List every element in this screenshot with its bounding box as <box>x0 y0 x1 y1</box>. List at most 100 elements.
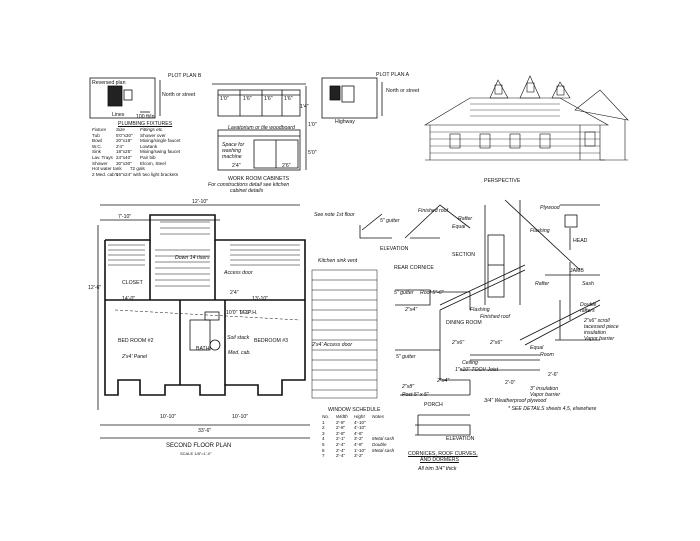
cornice-equal: Equal <box>452 224 466 230</box>
cornice-gutter-low: 5" gutter <box>396 354 416 360</box>
dormer-plywood-bottom: 3/4" Weatherproof plywood <box>484 398 547 404</box>
cornice-elevation-bottom: ELEVATION <box>446 436 475 442</box>
perspective-house <box>423 75 629 161</box>
plot-plan-a-highway: Highway <box>335 119 355 125</box>
plot-plan-b-north-label: North or street <box>162 92 196 98</box>
cab-space-label-1: Space for <box>222 142 245 148</box>
dormer-d2: 2'-6" <box>548 372 559 378</box>
cornice-ceiling: Ceiling <box>462 360 478 366</box>
work-room-cabinets-drawing <box>212 83 307 171</box>
fp-soil-stack: Soil stack <box>227 335 250 341</box>
table-row: W.C.2'4"Lowtank <box>92 143 158 149</box>
cornice-elevation-top: ELEVATION <box>380 246 409 252</box>
dormer-vapor: Vapor barrier <box>584 336 615 342</box>
plumbing-header-fixture: Fixture <box>92 127 107 132</box>
cornice-details <box>359 204 540 436</box>
plot-plan-b-title: PLOT PLAN B <box>168 73 202 79</box>
cab-space-label-3: machine <box>222 154 242 160</box>
second-floor-plan <box>97 204 310 439</box>
cab-dim-4: 1'6" <box>284 96 293 102</box>
fp-access-door-label: Access door <box>224 270 253 276</box>
cornice-dining-room: DINING ROOM <box>446 320 482 326</box>
dormer-flashing: Flashing <box>530 228 550 234</box>
plot-plan-b-reversed-label: Reversed plan <box>92 80 126 86</box>
cab-dim-side-2: 5'0" <box>308 150 317 156</box>
dormer-scroll-1: 2"x6" scroll <box>584 318 610 324</box>
dormer-plywood: Plywood <box>540 205 560 211</box>
fp-see-note: See note 1st floor <box>314 212 355 218</box>
plot-plan-a <box>321 77 383 119</box>
plot-plan-b-lines-label: Lines <box>112 112 125 118</box>
cornice-title-1: CORNICES, ROOF CURVES, <box>408 451 478 457</box>
cornice-gutter-top: 5" gutter <box>380 218 400 224</box>
plot-plan-a-title: PLOT PLAN A <box>376 72 410 78</box>
perspective-title: PERSPECTIVE <box>484 178 521 184</box>
cornice-title-2: AND DORMERS <box>420 457 459 463</box>
fp-dim-top-left: 7'-10" <box>118 214 132 220</box>
fp-dim-mid-b: 9'-6" <box>240 310 251 316</box>
dormer-scroll-2: tacessed piece <box>584 324 619 330</box>
cornice-finished-flashing: Finished roof <box>480 314 510 320</box>
cornice-post: Post 5" x 5" <box>402 392 429 398</box>
cornice-t4: 2"x4" <box>437 378 450 384</box>
cornice-t1: 2"x4" <box>405 307 418 313</box>
dormer-sash: Sash <box>582 281 594 287</box>
fp-bath: BATH <box>196 346 210 352</box>
fp-down-label: Down 14 risers <box>175 255 210 261</box>
cornice-rafter: Rafter <box>458 216 473 222</box>
dormer-jamb: JAMB <box>570 268 584 274</box>
fp-dim-bottom-right: 10'-10" <box>232 414 249 420</box>
fp-scale: SCALE 1/8"=1'-0" <box>180 451 212 456</box>
dormer-insulation2-1: 3" insulation <box>530 386 559 392</box>
window-schedule-title: WINDOW SCHEDULE <box>328 407 381 413</box>
fp-bedroom3: BEDROOM #3 <box>254 338 289 344</box>
fp-kitchen-vent: Kitchen sink vent <box>318 258 358 264</box>
cornice-rear-title: REAR CORNICE <box>394 265 434 271</box>
dormer-room: Room <box>540 352 554 358</box>
dormer-equal: Equal <box>530 345 544 351</box>
fp-dim-mid-right: 13'-10" <box>252 296 269 302</box>
fp-dim-bottom-left: 10'-10" <box>160 414 177 420</box>
fp-title: SECOND FLOOR PLAN <box>166 443 232 449</box>
cab-dim-bottom-1: 2'4" <box>232 163 241 169</box>
fp-lintel: 10'0" T.C.P.H. <box>226 310 258 316</box>
dormer-see-details: * SEE DETAILS sheets 4,5, elsewhere <box>508 406 597 412</box>
work-room-note-2: cabinet details <box>230 188 264 194</box>
dormer-double-2: rafters <box>580 308 595 314</box>
cornice-finished-roof: Finished roof <box>418 208 448 214</box>
cab-dim-1: 1'0" <box>220 96 229 102</box>
cornice-t5: 2"x8" <box>402 384 415 390</box>
fp-med-cab: Med. cab. <box>228 350 251 356</box>
fp-dim-mid-a: 2'4" <box>230 290 239 296</box>
plumbing-header-fittings: Fittings etc. <box>140 127 164 132</box>
fp-dim-overall: 33'-6" <box>198 428 212 434</box>
cornice-t2: 2"x6" <box>452 340 465 346</box>
dormer-head: HEAD <box>573 238 588 244</box>
attic-hatch <box>311 269 378 399</box>
plumbing-header-size: Size <box>116 127 125 132</box>
fp-attic-access: 2'x4' Access door <box>312 342 353 348</box>
dormer-rafter: Rafter <box>535 281 550 287</box>
fp-panel: 2'x4' Panel <box>122 354 148 360</box>
dormer-d1: 2'-0" <box>505 380 516 386</box>
cab-dim-bottom-2: 2'6" <box>282 163 291 169</box>
plot-plan-b <box>89 77 161 119</box>
plumbing-title: PLUMBING FIXTURES <box>118 121 173 127</box>
fp-dim-left: 12'-6" <box>88 285 102 291</box>
dormer-details <box>484 199 601 346</box>
